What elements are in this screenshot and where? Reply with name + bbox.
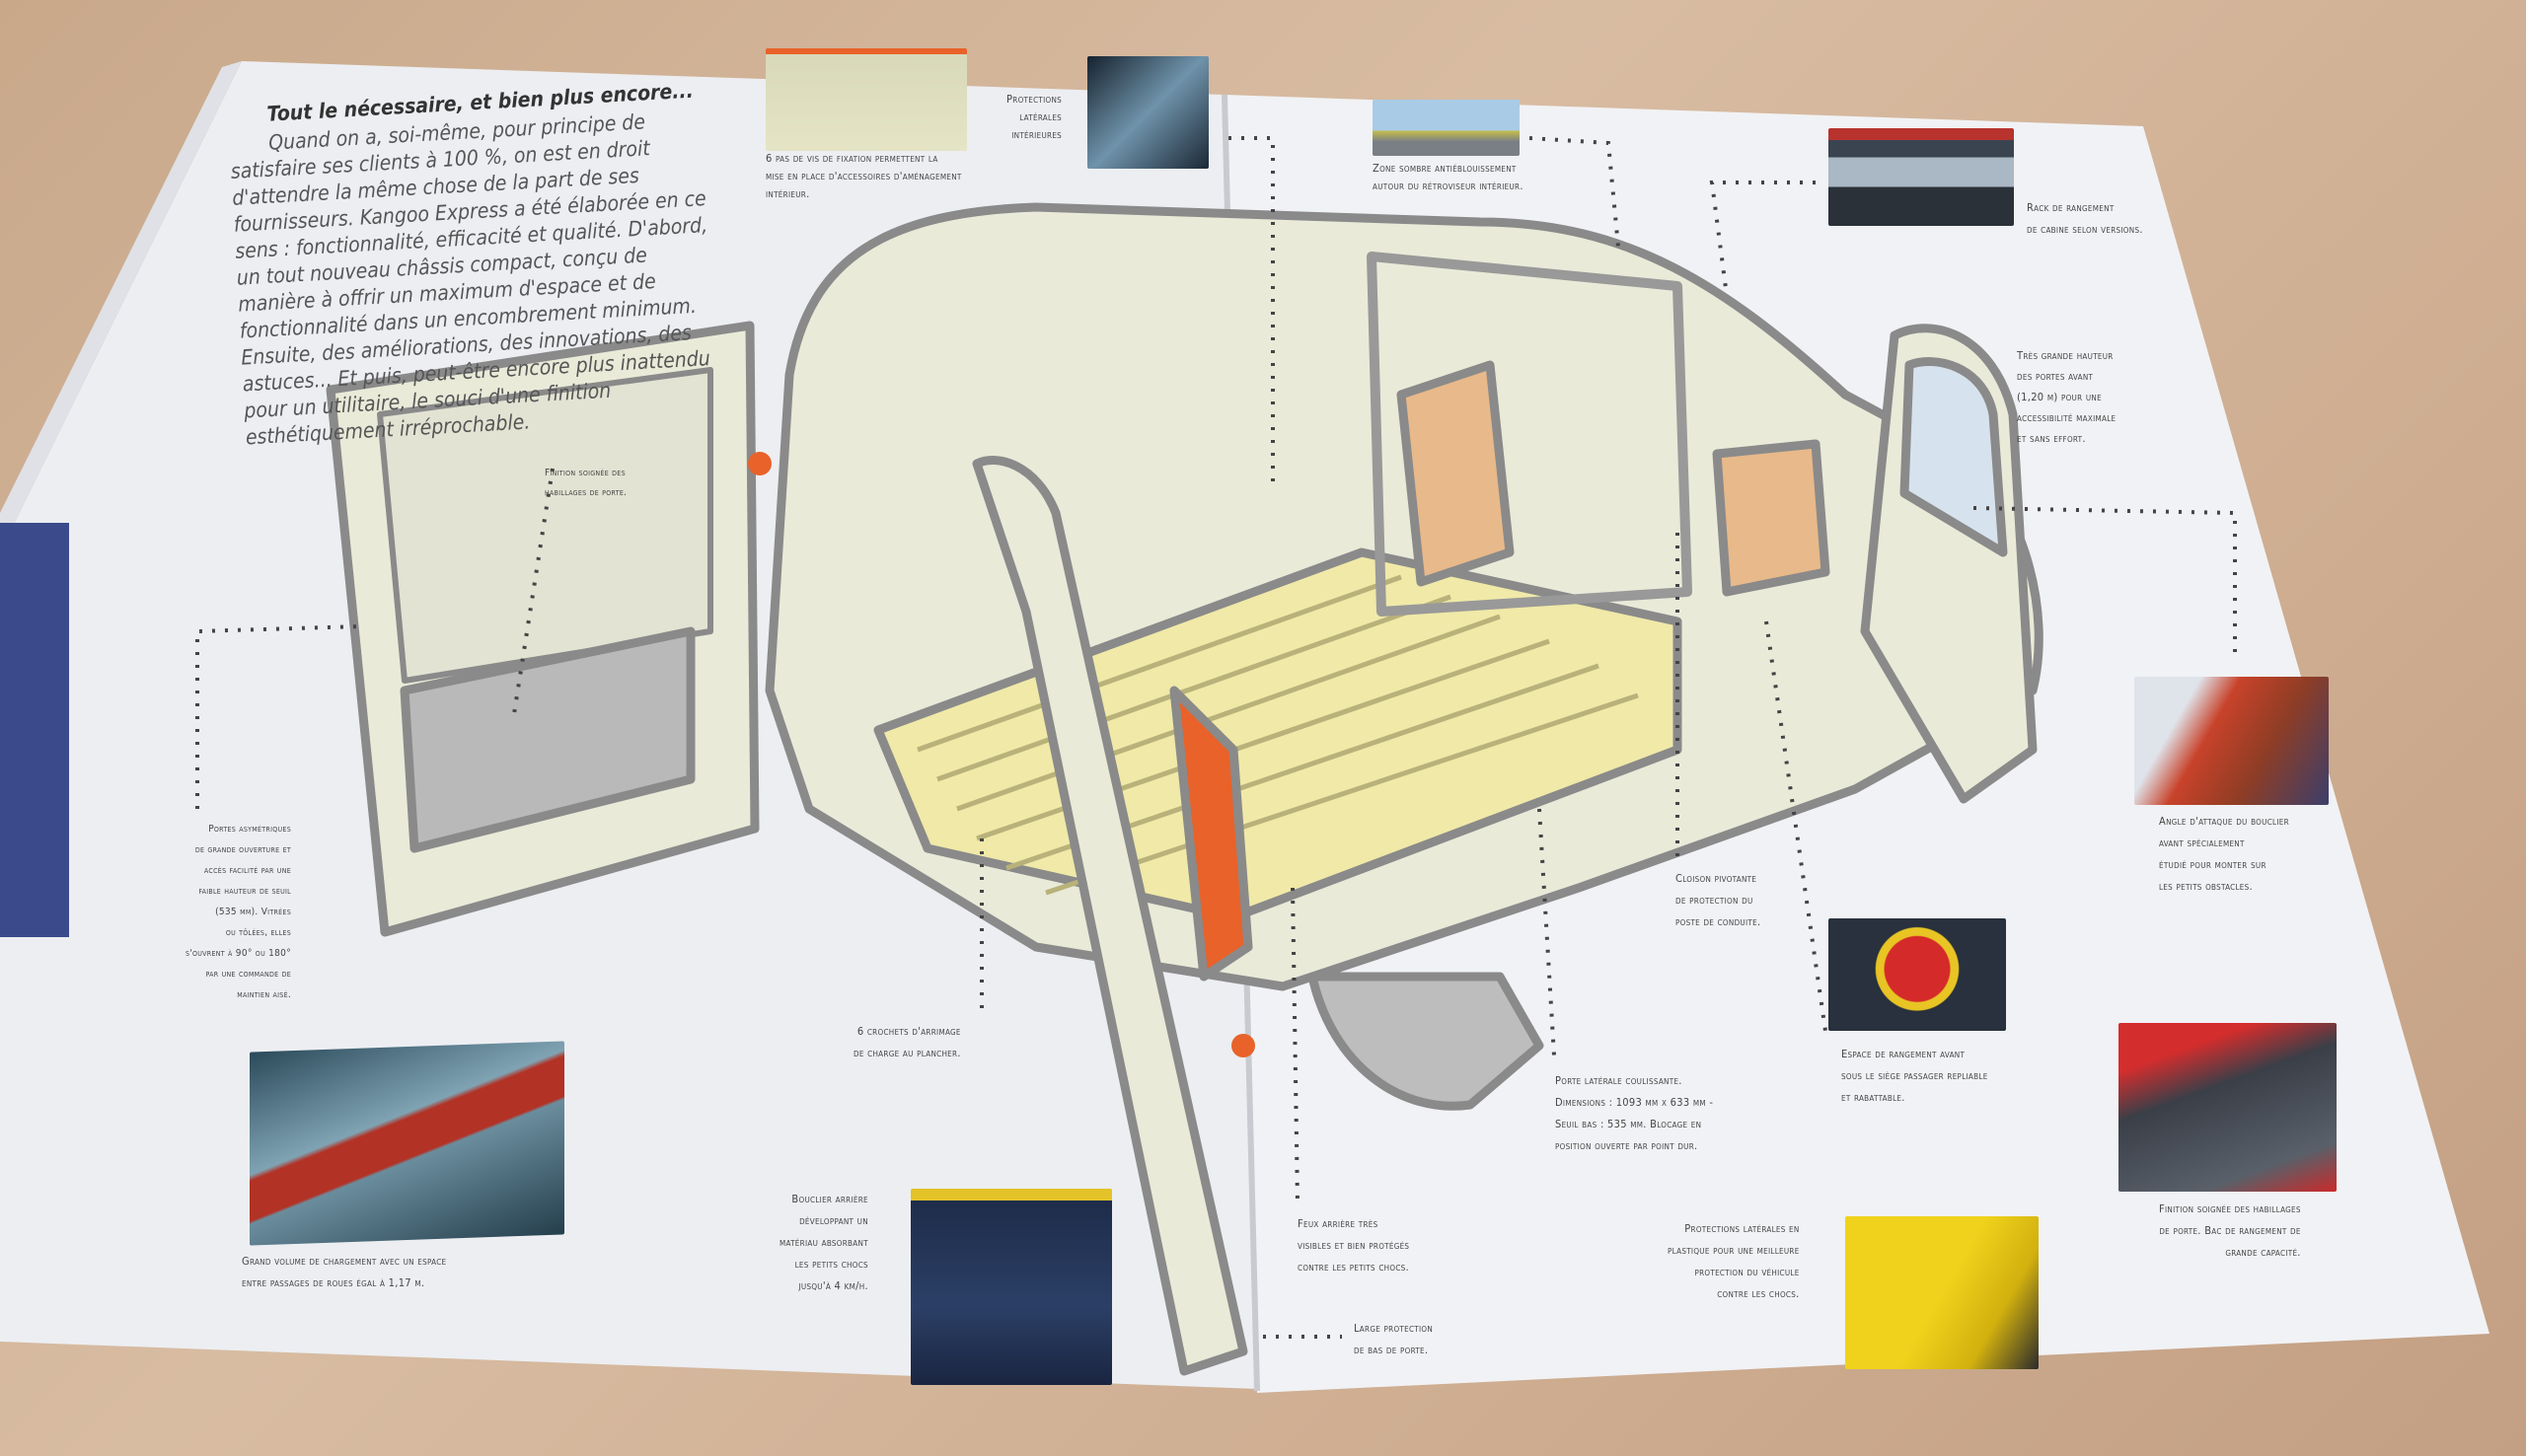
- intro-body: Quand on a, soi-même, pour principe de s…: [230, 109, 711, 450]
- caption-rack: Rack de rangement de cabine selon versio…: [2027, 201, 2143, 236]
- photo-rear-bumper: [911, 1189, 1112, 1385]
- photo-front-bumper: [2134, 677, 2329, 805]
- intro-text-block: Tout le nécessaire, et bien plus encore.…: [227, 76, 739, 451]
- pivoting-partition: [1367, 252, 1692, 617]
- seat: [1396, 360, 1515, 587]
- tail-light: [1169, 686, 1253, 982]
- caption-front-bumper: Angle d'attaque du bouclier avant spécia…: [2159, 815, 2289, 893]
- caption-sliding-door: Porte latérale coulissante. Dimensions :…: [1555, 1074, 1714, 1152]
- van-illustration: [326, 202, 2043, 1376]
- caption-hooks: 6 crochets d'arrimage de charge au planc…: [854, 1025, 961, 1059]
- photo-mirror-road: [1373, 100, 1520, 156]
- photo-door-trim: [2118, 1023, 2337, 1192]
- caption-door-sill: Large protection de bas de porte.: [1354, 1322, 1434, 1356]
- caption-door-finish: Finition soignée des habillages de porte…: [545, 468, 628, 498]
- page-stack-edge: [0, 61, 242, 552]
- caption-cargo-volume: Grand volume de chargement avec un espac…: [242, 1255, 447, 1289]
- caption-asymmetric-doors: Portes asymétriques de grande ouverture …: [185, 824, 291, 1000]
- rear-wheel: [1307, 972, 1544, 1111]
- caption-partition: Cloison pivotante de protection du poste…: [1675, 872, 1761, 928]
- rear-door-right: [972, 456, 1248, 1376]
- cover-edge: [0, 523, 69, 937]
- caption-door-trim: Finition soignée des habillages de porte…: [2159, 1202, 2301, 1259]
- caption-rear-bumper: Bouclier arrière développant un matériau…: [780, 1193, 868, 1292]
- caption-door-height: Très grande hauteur des portes avant (1,…: [2017, 349, 2117, 445]
- leader-lines: [195, 136, 2237, 1339]
- caption-mirror: Zone sombre antiéblouissement autour du …: [1373, 162, 1523, 192]
- caption-interior-protections: Protections latérales intérieures: [1006, 93, 1063, 141]
- caption-storage: Espace de rangement avant sous le siège …: [1841, 1048, 1988, 1104]
- photo-storage-under-seat: [1828, 918, 2006, 1031]
- photo-interior-protections: [1087, 56, 1209, 169]
- photo-cabin-rack: [1828, 128, 2014, 226]
- caption-plastic-protection: Protections latérales en plastique pour …: [1668, 1222, 1800, 1300]
- photo-side-protection: [1845, 1216, 2039, 1369]
- photo-cargo-area: [250, 1041, 564, 1246]
- caption-fixation: 6 pas de vis de fixation permettent la m…: [766, 152, 962, 200]
- photo-fixation-arrows: [766, 48, 967, 151]
- caption-rear-lights: Feux arrière très visibles et bien proté…: [1298, 1217, 1410, 1274]
